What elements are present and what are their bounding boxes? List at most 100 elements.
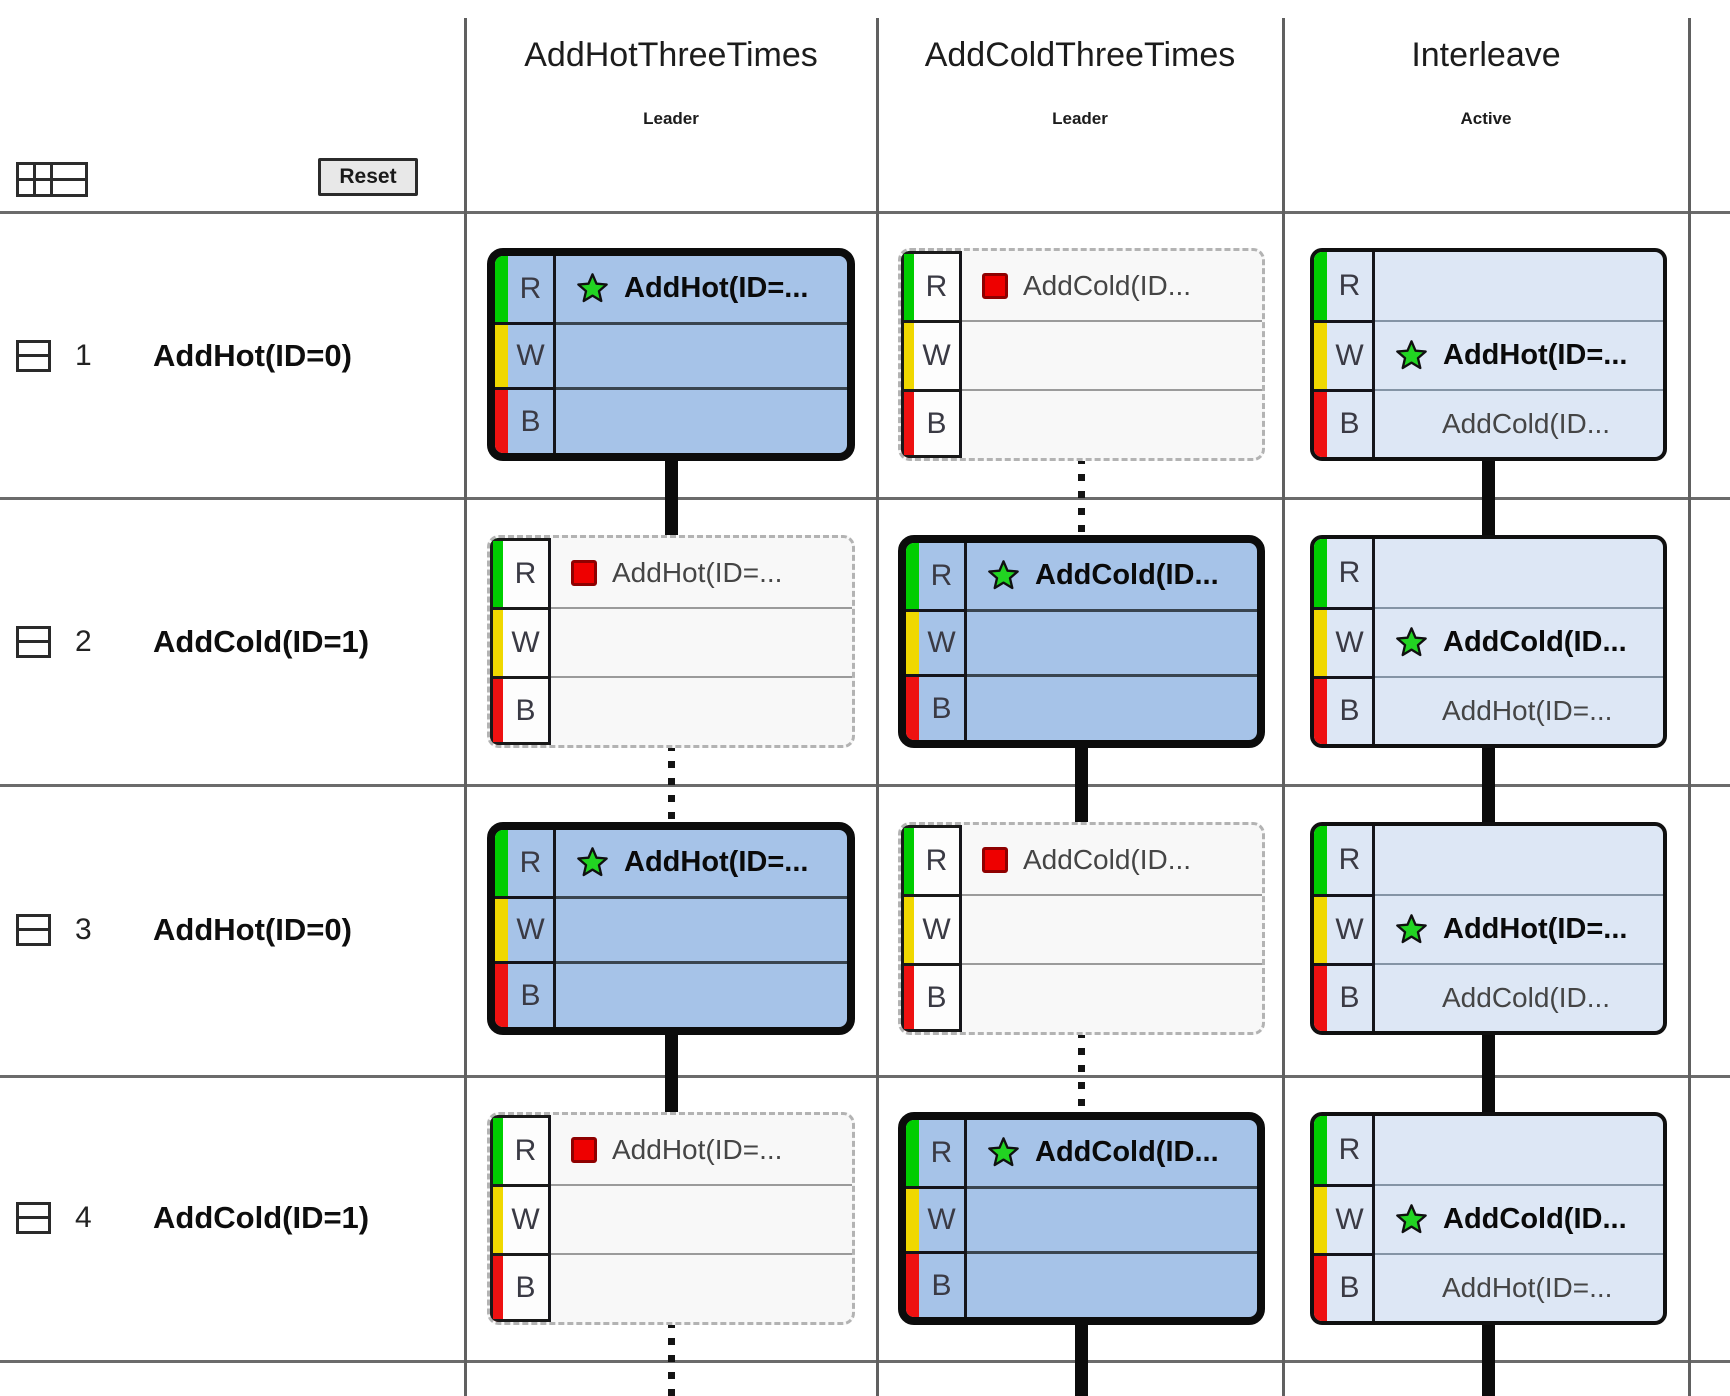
star-icon	[1396, 1204, 1427, 1234]
column-role-badge: Leader	[1052, 109, 1108, 128]
red-square-icon	[571, 559, 597, 586]
row-number: 2	[75, 625, 92, 658]
lane-label-b: B	[1327, 388, 1375, 457]
collapse-all-icon[interactable]	[50, 162, 88, 197]
lane-label-r: R	[919, 543, 967, 609]
red-square-icon	[571, 1136, 597, 1163]
lane-stripe-red	[495, 387, 508, 453]
card-entry-text: AddHot(ID=...	[1442, 694, 1613, 726]
lane-content-w: AddCold(ID...	[1375, 607, 1663, 675]
grid-line-horizontal	[0, 784, 1730, 787]
reset-button[interactable]: Reset	[318, 158, 418, 196]
card-entry-text: AddHot(ID=...	[624, 846, 809, 879]
grid-line-vertical	[464, 18, 467, 1396]
column-role-badge: Leader	[643, 109, 699, 128]
lane-label-r: R	[508, 256, 556, 322]
lane-label-b: B	[508, 961, 556, 1027]
lane-label-b: B	[503, 676, 551, 745]
lane-stripe-yellow	[906, 1185, 919, 1252]
connector-solid-line	[1074, 744, 1088, 826]
row-number: 4	[75, 1201, 92, 1234]
lane-content-w	[967, 1185, 1257, 1252]
grid-line-horizontal	[0, 211, 1730, 214]
lane-label-w: W	[1327, 607, 1375, 676]
icon-bar	[19, 1216, 48, 1219]
lane-label-w: W	[914, 320, 962, 389]
card-entry-text: AddCold(ID...	[1442, 407, 1611, 439]
lane-stripe-red	[906, 1251, 919, 1317]
lane-stripe-red	[1314, 388, 1327, 457]
lane-content-w	[556, 321, 847, 388]
row-header-2: 2 AddCold(ID=1)	[0, 614, 462, 670]
lane-content-b	[962, 389, 1262, 458]
icon-bar	[19, 640, 48, 643]
lane-stripe-yellow	[490, 607, 503, 676]
icon-bar	[33, 165, 36, 194]
lane-content-r: AddCold(ID...	[967, 1120, 1257, 1186]
lane-label-r: R	[508, 830, 556, 896]
lane-stripe-yellow	[1314, 894, 1327, 963]
connector-dotted-line	[667, 1321, 675, 1396]
connector-solid-line	[1481, 1031, 1495, 1116]
lane-label-w: W	[919, 1185, 967, 1252]
lane-stripe-red	[490, 676, 503, 745]
lane-label-r: R	[1327, 1116, 1375, 1185]
lane-content-r: AddCold(ID...	[962, 251, 1262, 320]
star-icon	[1396, 627, 1427, 657]
lane-stripe-green	[1314, 252, 1327, 321]
lane-label-b: B	[1327, 962, 1375, 1031]
grid-line-vertical	[876, 18, 879, 1396]
lane-content-b: AddCold(ID...	[1375, 962, 1663, 1031]
lane-content-b: AddHot(ID=...	[1375, 1252, 1663, 1321]
lane-content-b	[551, 1253, 852, 1322]
card-entry-text: AddHot(ID=...	[1442, 1271, 1613, 1303]
lane-stripe-green	[1314, 539, 1327, 608]
lane-label-b: B	[914, 389, 962, 458]
lane-content-r	[1375, 1116, 1663, 1184]
lane-content-b	[967, 1251, 1257, 1317]
connector-solid-line	[1481, 1321, 1495, 1396]
lane-content-r: AddHot(ID=...	[556, 256, 847, 322]
collapse-row-icon[interactable]	[16, 626, 51, 658]
lane-stripe-red	[1314, 962, 1327, 1031]
lane-stripe-green	[490, 1115, 503, 1184]
collapse-row-icon[interactable]	[16, 1202, 51, 1234]
star-icon	[1396, 340, 1427, 370]
expand-all-icon[interactable]	[16, 162, 54, 197]
collapse-row-icon[interactable]	[16, 914, 51, 946]
collapse-row-icon[interactable]	[16, 340, 51, 372]
lane-content-w	[962, 320, 1262, 389]
lane-stripe-yellow	[901, 320, 914, 389]
connector-dotted-line	[1077, 1031, 1085, 1116]
grid-line-horizontal	[0, 1075, 1730, 1078]
lane-label-w: W	[914, 894, 962, 963]
icon-bar	[19, 928, 48, 931]
lane-content-b	[556, 387, 847, 453]
lane-label-w: W	[503, 1184, 551, 1253]
lane-label-w: W	[503, 607, 551, 676]
lane-stripe-yellow	[1314, 1184, 1327, 1253]
star-icon	[577, 273, 608, 303]
lane-stripe-green	[901, 825, 914, 894]
grid-line-vertical	[1688, 18, 1691, 1396]
lane-content-r: AddCold(ID...	[967, 543, 1257, 609]
lane-content-w: AddHot(ID=...	[1375, 894, 1663, 962]
lane-label-b: B	[914, 963, 962, 1032]
card-entry-text: AddCold(ID...	[1443, 625, 1627, 658]
column-header-interleave: Interleave Active	[1286, 0, 1686, 212]
lane-content-b: AddCold(ID...	[1375, 388, 1663, 457]
row-operation-label: AddHot(ID=0)	[153, 912, 352, 947]
